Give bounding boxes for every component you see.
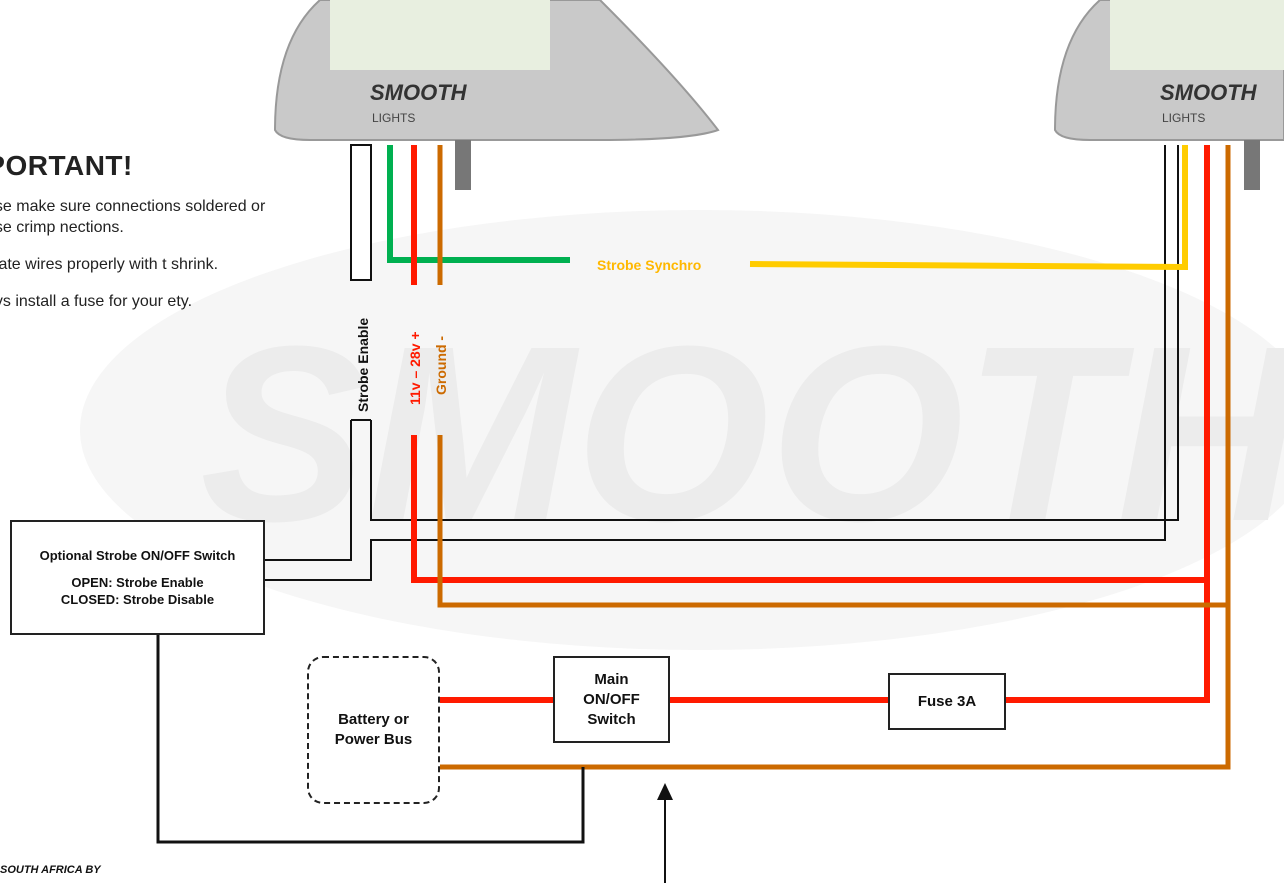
- main-switch-line2: ON/OFF: [583, 690, 640, 708]
- right-light-fixture: SMOOTH LIGHTS: [1053, 0, 1284, 190]
- fuse-box: Fuse 3A: [888, 673, 1006, 730]
- fuse-label: Fuse 3A: [917, 693, 977, 710]
- note-connections: ase make sure connections soldered or us…: [0, 198, 266, 236]
- switch-ground-wire: [156, 635, 585, 844]
- strobe-enable-label: Strobe Enable: [355, 318, 371, 412]
- note-fuse: ays install a fuse for your ety.: [0, 293, 193, 310]
- right-light-stud: [1244, 140, 1260, 190]
- power-wire: [411, 145, 1210, 703]
- important-notes: IPORTANT! ase make sure connections sold…: [0, 150, 270, 328]
- important-title: IPORTANT!: [0, 150, 133, 181]
- watermark-text: SMOOTH: [200, 294, 1284, 573]
- optional-switch-open: OPEN: Strobe Enable: [71, 575, 204, 590]
- battery-power-bus-box: Battery or Power Bus: [307, 656, 440, 804]
- main-switch-box: Main ON/OFF Switch: [553, 656, 670, 743]
- optional-strobe-switch-box: Optional Strobe ON/OFF Switch OPEN: Stro…: [10, 520, 265, 635]
- battery-line1: Battery or: [338, 711, 409, 728]
- strobe-enable-wire: [265, 144, 1179, 581]
- strobe-synchro-wire-yellow: [749, 145, 1188, 271]
- main-switch-line1: Main: [594, 670, 629, 688]
- pointer-arrow: [657, 783, 673, 883]
- left-light-brand: SMOOTH: [370, 80, 468, 105]
- note-insulate: ulate wires properly with t shrink.: [0, 256, 219, 273]
- optional-switch-closed: CLOSED: Strobe Disable: [60, 592, 215, 607]
- left-light-stud: [455, 140, 471, 190]
- optional-switch-title: Optional Strobe ON/OFF Switch: [39, 548, 236, 563]
- left-light-fixture: SMOOTH LIGHTS: [273, 0, 720, 190]
- right-light-brand: SMOOTH: [1160, 80, 1258, 105]
- ground-label: Ground -: [433, 336, 449, 395]
- strobe-synchro-wire-green: [387, 145, 570, 263]
- strobe-synchro-label: Strobe Synchro: [597, 257, 701, 273]
- main-switch-line3: Switch: [587, 710, 636, 728]
- left-light-sub: LIGHTS: [372, 111, 415, 125]
- ground-wire: [437, 145, 1231, 770]
- battery-line2: Power Bus: [334, 731, 413, 748]
- footer-text: SOUTH AFRICA BY: [0, 864, 101, 876]
- power-label: 11v – 28v +: [407, 331, 423, 405]
- right-light-sub: LIGHTS: [1162, 111, 1205, 125]
